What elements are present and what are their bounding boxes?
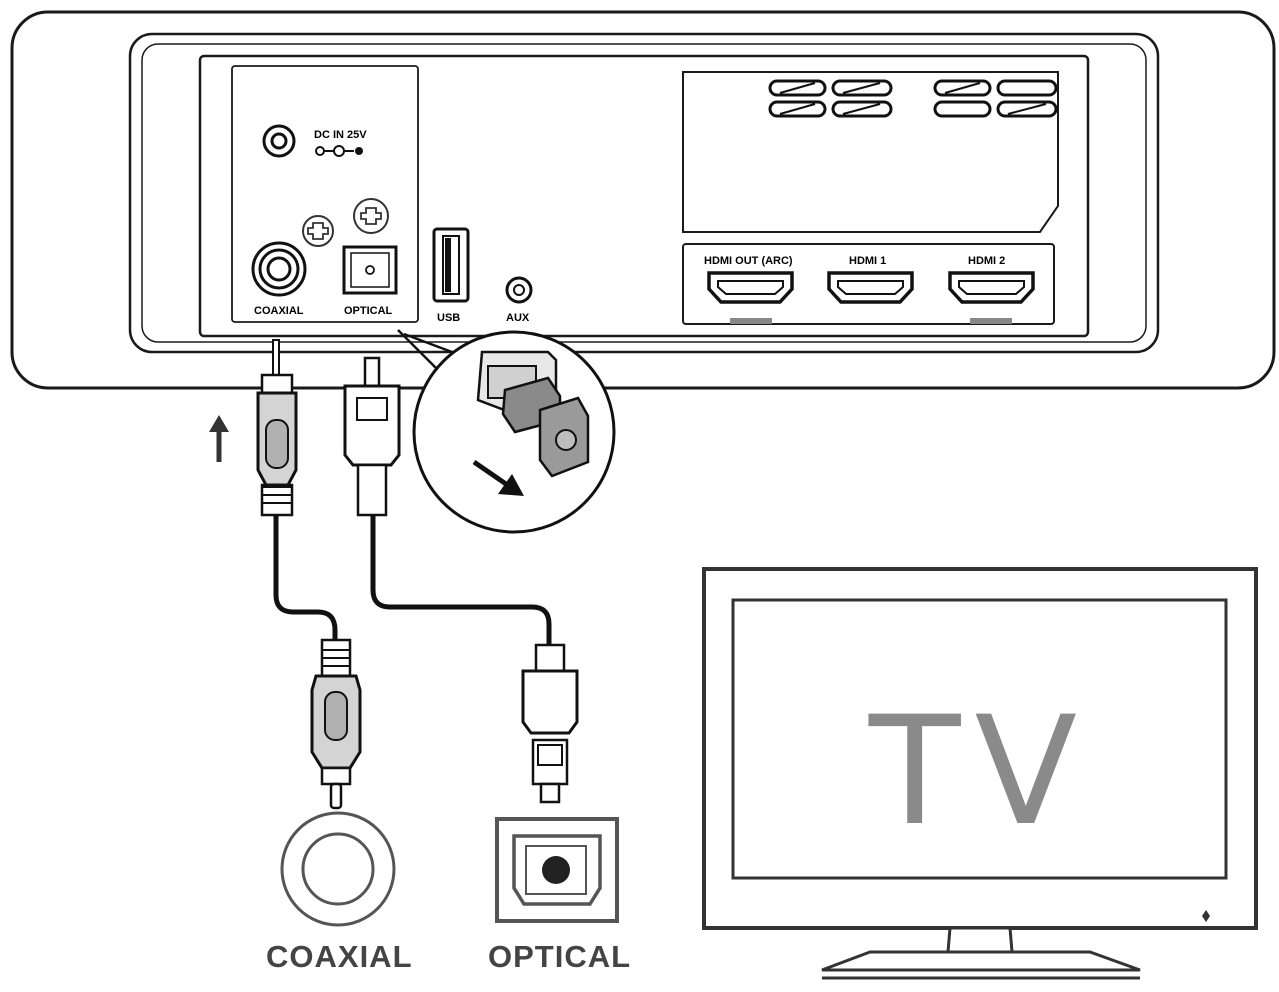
tv-screen bbox=[731, 598, 1228, 880]
soundbar bbox=[10, 10, 1276, 390]
hdmi-1-label: HDMI 1 bbox=[849, 255, 886, 267]
tv-coaxial-port-icon bbox=[280, 811, 396, 927]
dc-label: DC IN 25V bbox=[314, 129, 367, 141]
hdmi-tab bbox=[970, 318, 1012, 324]
left-subpanel: DC IN 25V COAXIAL O bbox=[231, 65, 419, 323]
hdmi-1-port bbox=[827, 271, 914, 304]
tv-label: TV bbox=[868, 685, 1091, 859]
left-subpanel-frame bbox=[231, 65, 419, 323]
dc-jack bbox=[262, 124, 296, 158]
coaxial-jack bbox=[251, 241, 307, 297]
coaxial-port-label: COAXIAL bbox=[254, 305, 304, 317]
screw-icon bbox=[353, 198, 389, 234]
vent-grille bbox=[682, 71, 1059, 233]
screw-icon bbox=[302, 215, 334, 247]
power-led-icon bbox=[1202, 910, 1210, 922]
aux-port-label: AUX bbox=[506, 312, 530, 324]
hdmi-out-port bbox=[707, 271, 794, 304]
usb-port bbox=[432, 227, 470, 303]
up-arrow-icon bbox=[209, 415, 229, 462]
rear-recess-inner bbox=[141, 43, 1147, 343]
hdmi-2-port bbox=[948, 271, 1035, 304]
dc-polarity-icon bbox=[315, 145, 363, 157]
hdmi-2-label: HDMI 2 bbox=[968, 255, 1005, 267]
hdmi-block: HDMI OUT (ARC) HDMI 1 HDMI 2 bbox=[682, 243, 1055, 325]
optical-port-label: OPTICAL bbox=[344, 305, 393, 317]
aux-jack bbox=[505, 276, 533, 304]
tv-stand-base bbox=[821, 950, 1141, 972]
usb-port-label: USB bbox=[437, 312, 460, 324]
coaxial-cable bbox=[256, 339, 362, 810]
tv-optical-label: OPTICAL bbox=[488, 939, 631, 974]
tv-coaxial-label: COAXIAL bbox=[266, 939, 413, 974]
hdmi-out-label: HDMI OUT (ARC) bbox=[704, 255, 793, 267]
optical-jack bbox=[342, 245, 398, 295]
remove-cap-arrow-icon bbox=[472, 459, 524, 496]
tv: TV bbox=[702, 567, 1258, 980]
optical-cable bbox=[343, 356, 579, 804]
tv-stand-neck bbox=[946, 926, 1014, 954]
hdmi-tab bbox=[730, 318, 772, 324]
tv-optical-port-icon bbox=[495, 817, 619, 923]
optical-cap-callout bbox=[397, 329, 616, 534]
